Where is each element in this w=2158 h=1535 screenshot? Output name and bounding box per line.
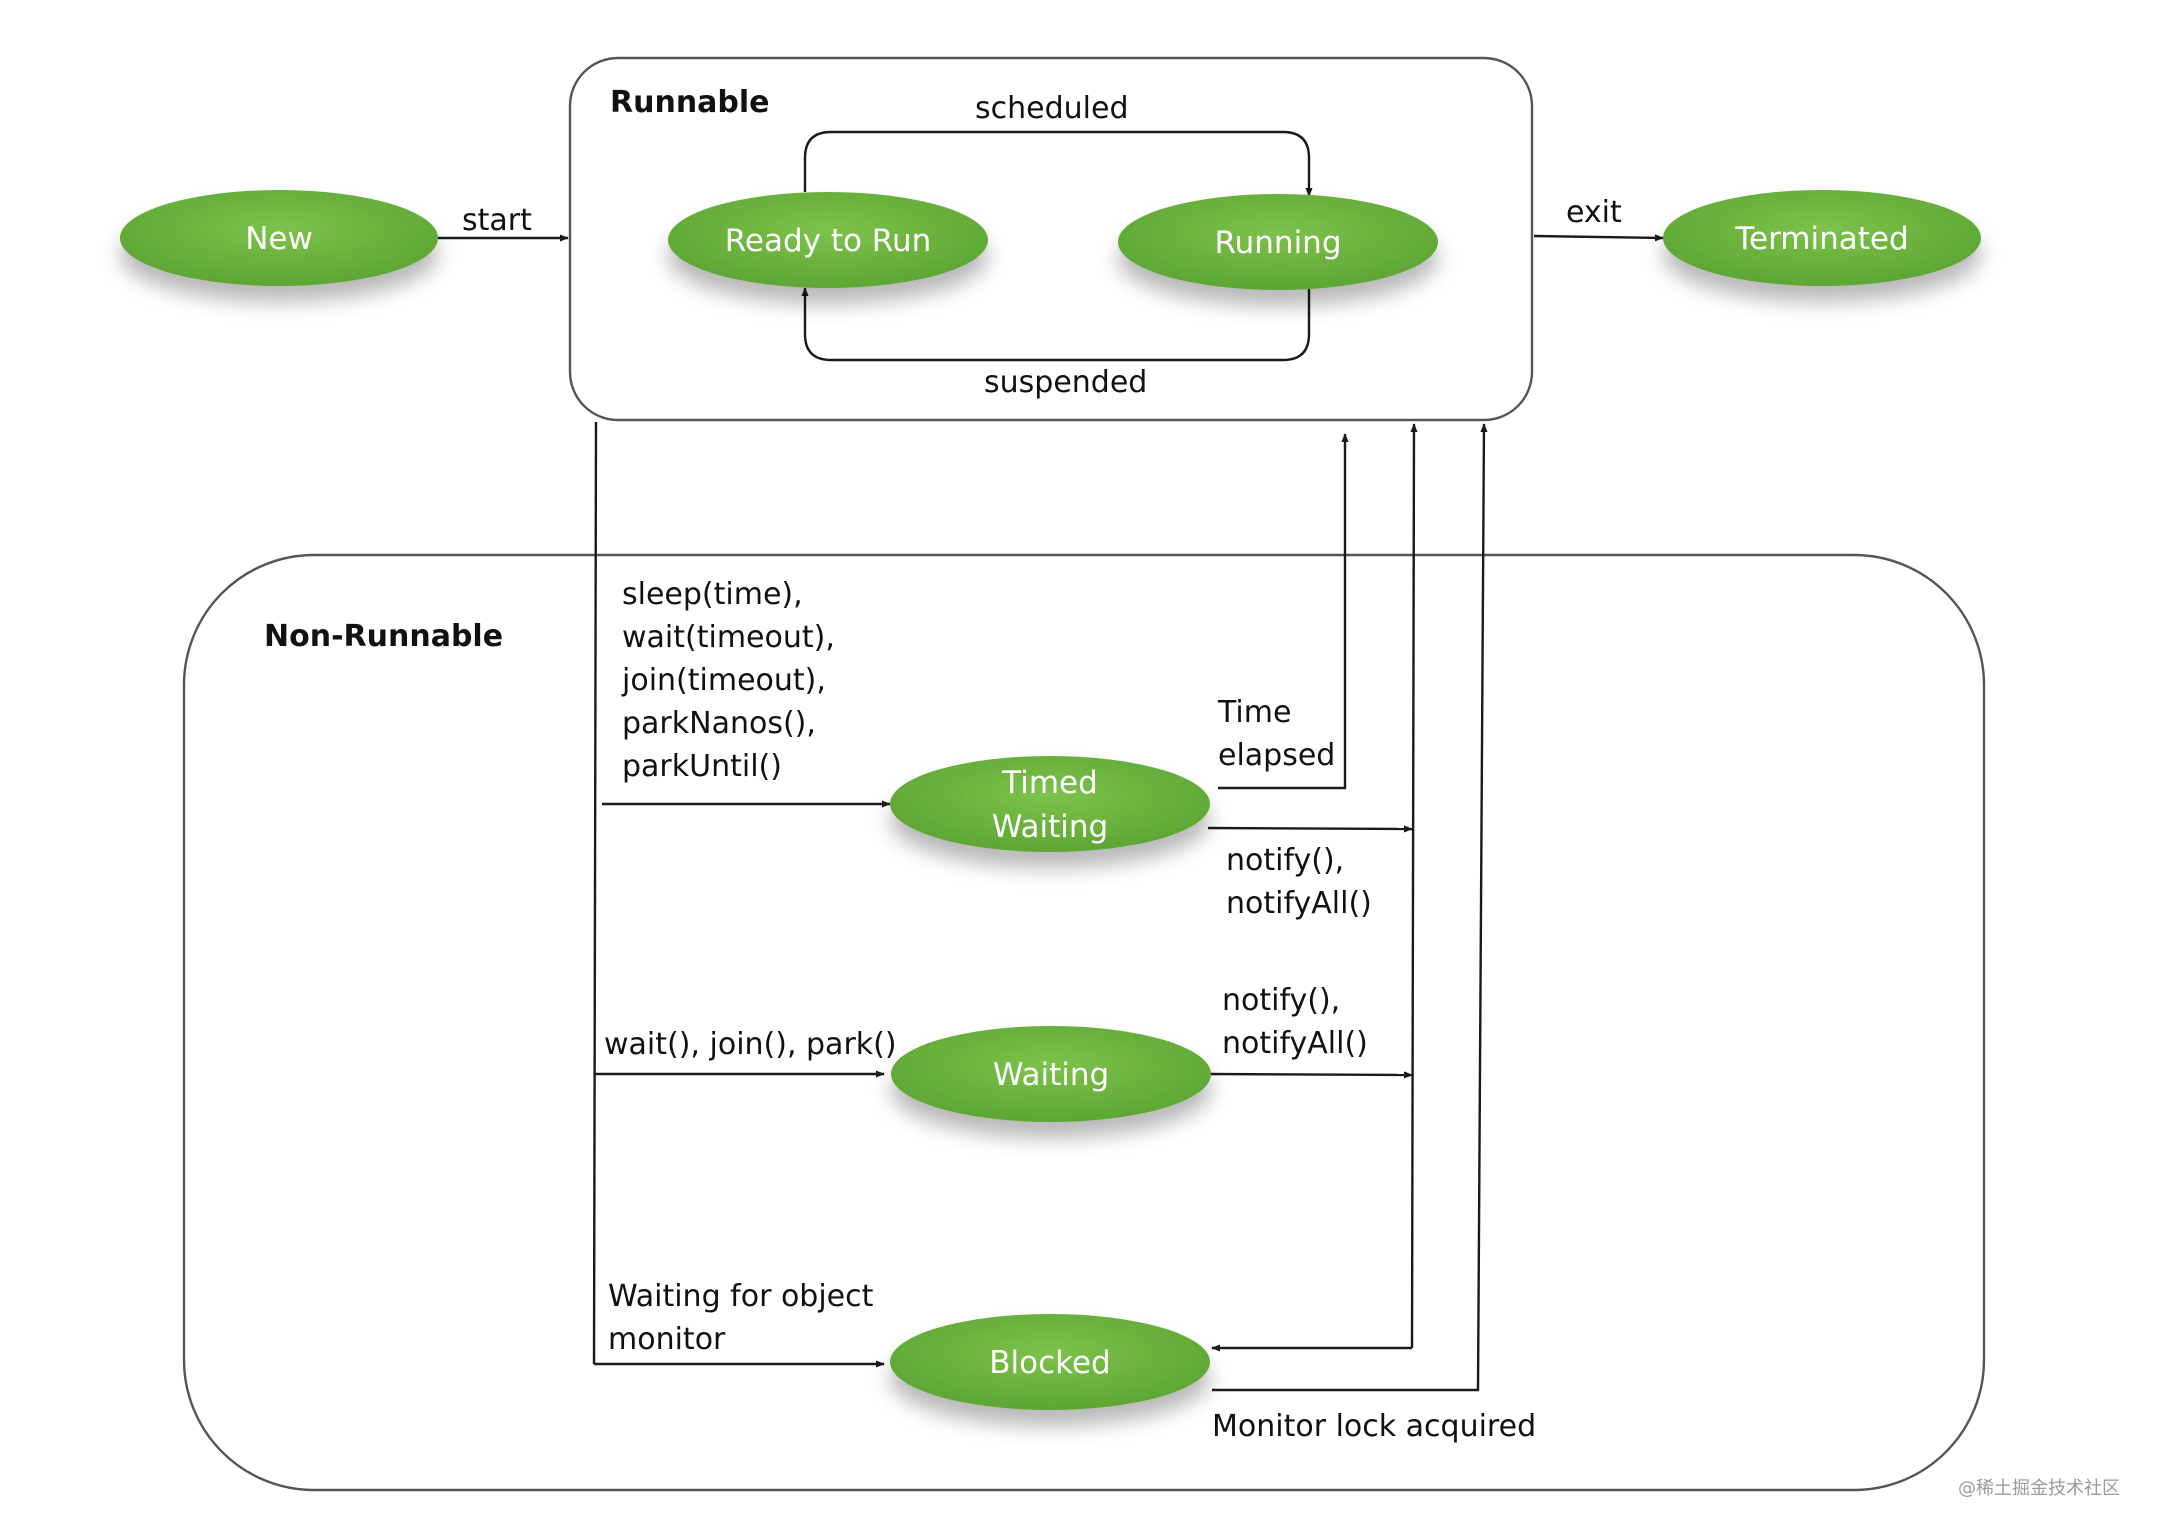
edge-label-line: Monitor lock acquired xyxy=(1212,1409,1536,1444)
edge-label-line: elapsed xyxy=(1218,738,1335,773)
edge-label-timed-methods: sleep(time), wait(timeout), join(timeout),… xyxy=(621,577,835,784)
edge-runnable-to-terminated xyxy=(1533,234,1664,242)
state-node-shape xyxy=(120,190,438,286)
edge-label-line: monitor xyxy=(608,1322,726,1357)
state-node-shape xyxy=(668,192,988,288)
state-node-shape xyxy=(891,1026,1211,1122)
edge-label-line: notifyAll() xyxy=(1226,886,1372,921)
state-node-shape xyxy=(890,756,1210,852)
edge-label-line: Time xyxy=(1217,695,1291,730)
state-node-new: New xyxy=(120,190,438,286)
state-node-label: Ready to Run xyxy=(725,223,932,259)
edge-label-line: Waiting for object xyxy=(608,1279,874,1314)
edge-timed-notify xyxy=(1207,825,1413,833)
state-node-ready-to-run: Ready to Run xyxy=(668,192,988,288)
state-node-label: Timed xyxy=(1001,765,1098,801)
edge-label-start: start xyxy=(462,203,532,238)
edge-label-line: suspended xyxy=(984,365,1147,400)
edge-label-line: parkNanos(), xyxy=(622,706,816,741)
edge-label-scheduled: scheduled xyxy=(975,91,1129,126)
edge-label-wait-methods: wait(), join(), park() xyxy=(604,1027,897,1062)
state-node-label: Waiting xyxy=(992,809,1108,845)
edge-label-monitor-acquired: Monitor lock acquired xyxy=(1212,1409,1536,1444)
edge-label-line: wait(timeout), xyxy=(622,620,835,655)
non-runnable-group-frame xyxy=(182,553,1986,1492)
edge-label-time-elapsed: Time elapsed xyxy=(1217,695,1335,773)
edge-scheduled xyxy=(803,130,1313,197)
edge-time-elapsed xyxy=(1218,433,1349,790)
edge-runnable-down-trunk xyxy=(592,421,598,1365)
edge-label-waiting-monitor: Waiting for object monitor xyxy=(608,1279,874,1357)
state-node-blocked: Blocked xyxy=(890,1314,1210,1410)
state-node-shape xyxy=(1118,194,1438,290)
watermark: @稀土掘金技术社区 xyxy=(1958,1478,2120,1499)
edge-label-exit: exit xyxy=(1566,195,1622,230)
edge-notify-trunk xyxy=(1410,423,1418,1349)
edge-label-line: start xyxy=(462,203,532,238)
edge-label-line: scheduled xyxy=(975,91,1129,126)
edge-label-line: join(timeout), xyxy=(621,663,826,698)
edge-monitor-lock-acquired xyxy=(1212,423,1488,1392)
edge-label-suspended: suspended xyxy=(984,365,1147,400)
state-node-label: Waiting xyxy=(993,1057,1109,1093)
state-node-shape xyxy=(890,1314,1210,1410)
runnable-group-frame xyxy=(568,56,1534,422)
edge-waiting-notify xyxy=(1207,1071,1413,1079)
edge-label-line: parkUntil() xyxy=(622,749,782,784)
edge-label-line: notify(), xyxy=(1222,983,1340,1018)
state-node-label: Blocked xyxy=(989,1345,1111,1381)
state-node-waiting: Waiting xyxy=(891,1026,1211,1122)
edge-label-line: sleep(time), xyxy=(622,577,803,612)
edge-label-notify-waiting: notify(), notifyAll() xyxy=(1222,983,1368,1061)
edge-suspended xyxy=(801,287,1311,362)
edge-label-line: wait(), join(), park() xyxy=(604,1027,897,1062)
state-node-running: Running xyxy=(1118,194,1438,290)
edge-label-line: notifyAll() xyxy=(1222,1026,1368,1061)
state-node-shape xyxy=(1663,190,1981,286)
edge-label-line: notify(), xyxy=(1226,843,1344,878)
state-node-label: Terminated xyxy=(1734,221,1908,257)
state-node-label: New xyxy=(245,221,313,257)
state-node-label: Running xyxy=(1214,225,1341,261)
runnable-group-title: Runnable xyxy=(610,85,770,120)
non-runnable-group-title: Non-Runnable xyxy=(264,619,503,654)
edge-label-notify-timed: notify(), notifyAll() xyxy=(1226,843,1372,921)
edge-label-line: exit xyxy=(1566,195,1622,230)
state-node-terminated: Terminated xyxy=(1663,190,1981,286)
